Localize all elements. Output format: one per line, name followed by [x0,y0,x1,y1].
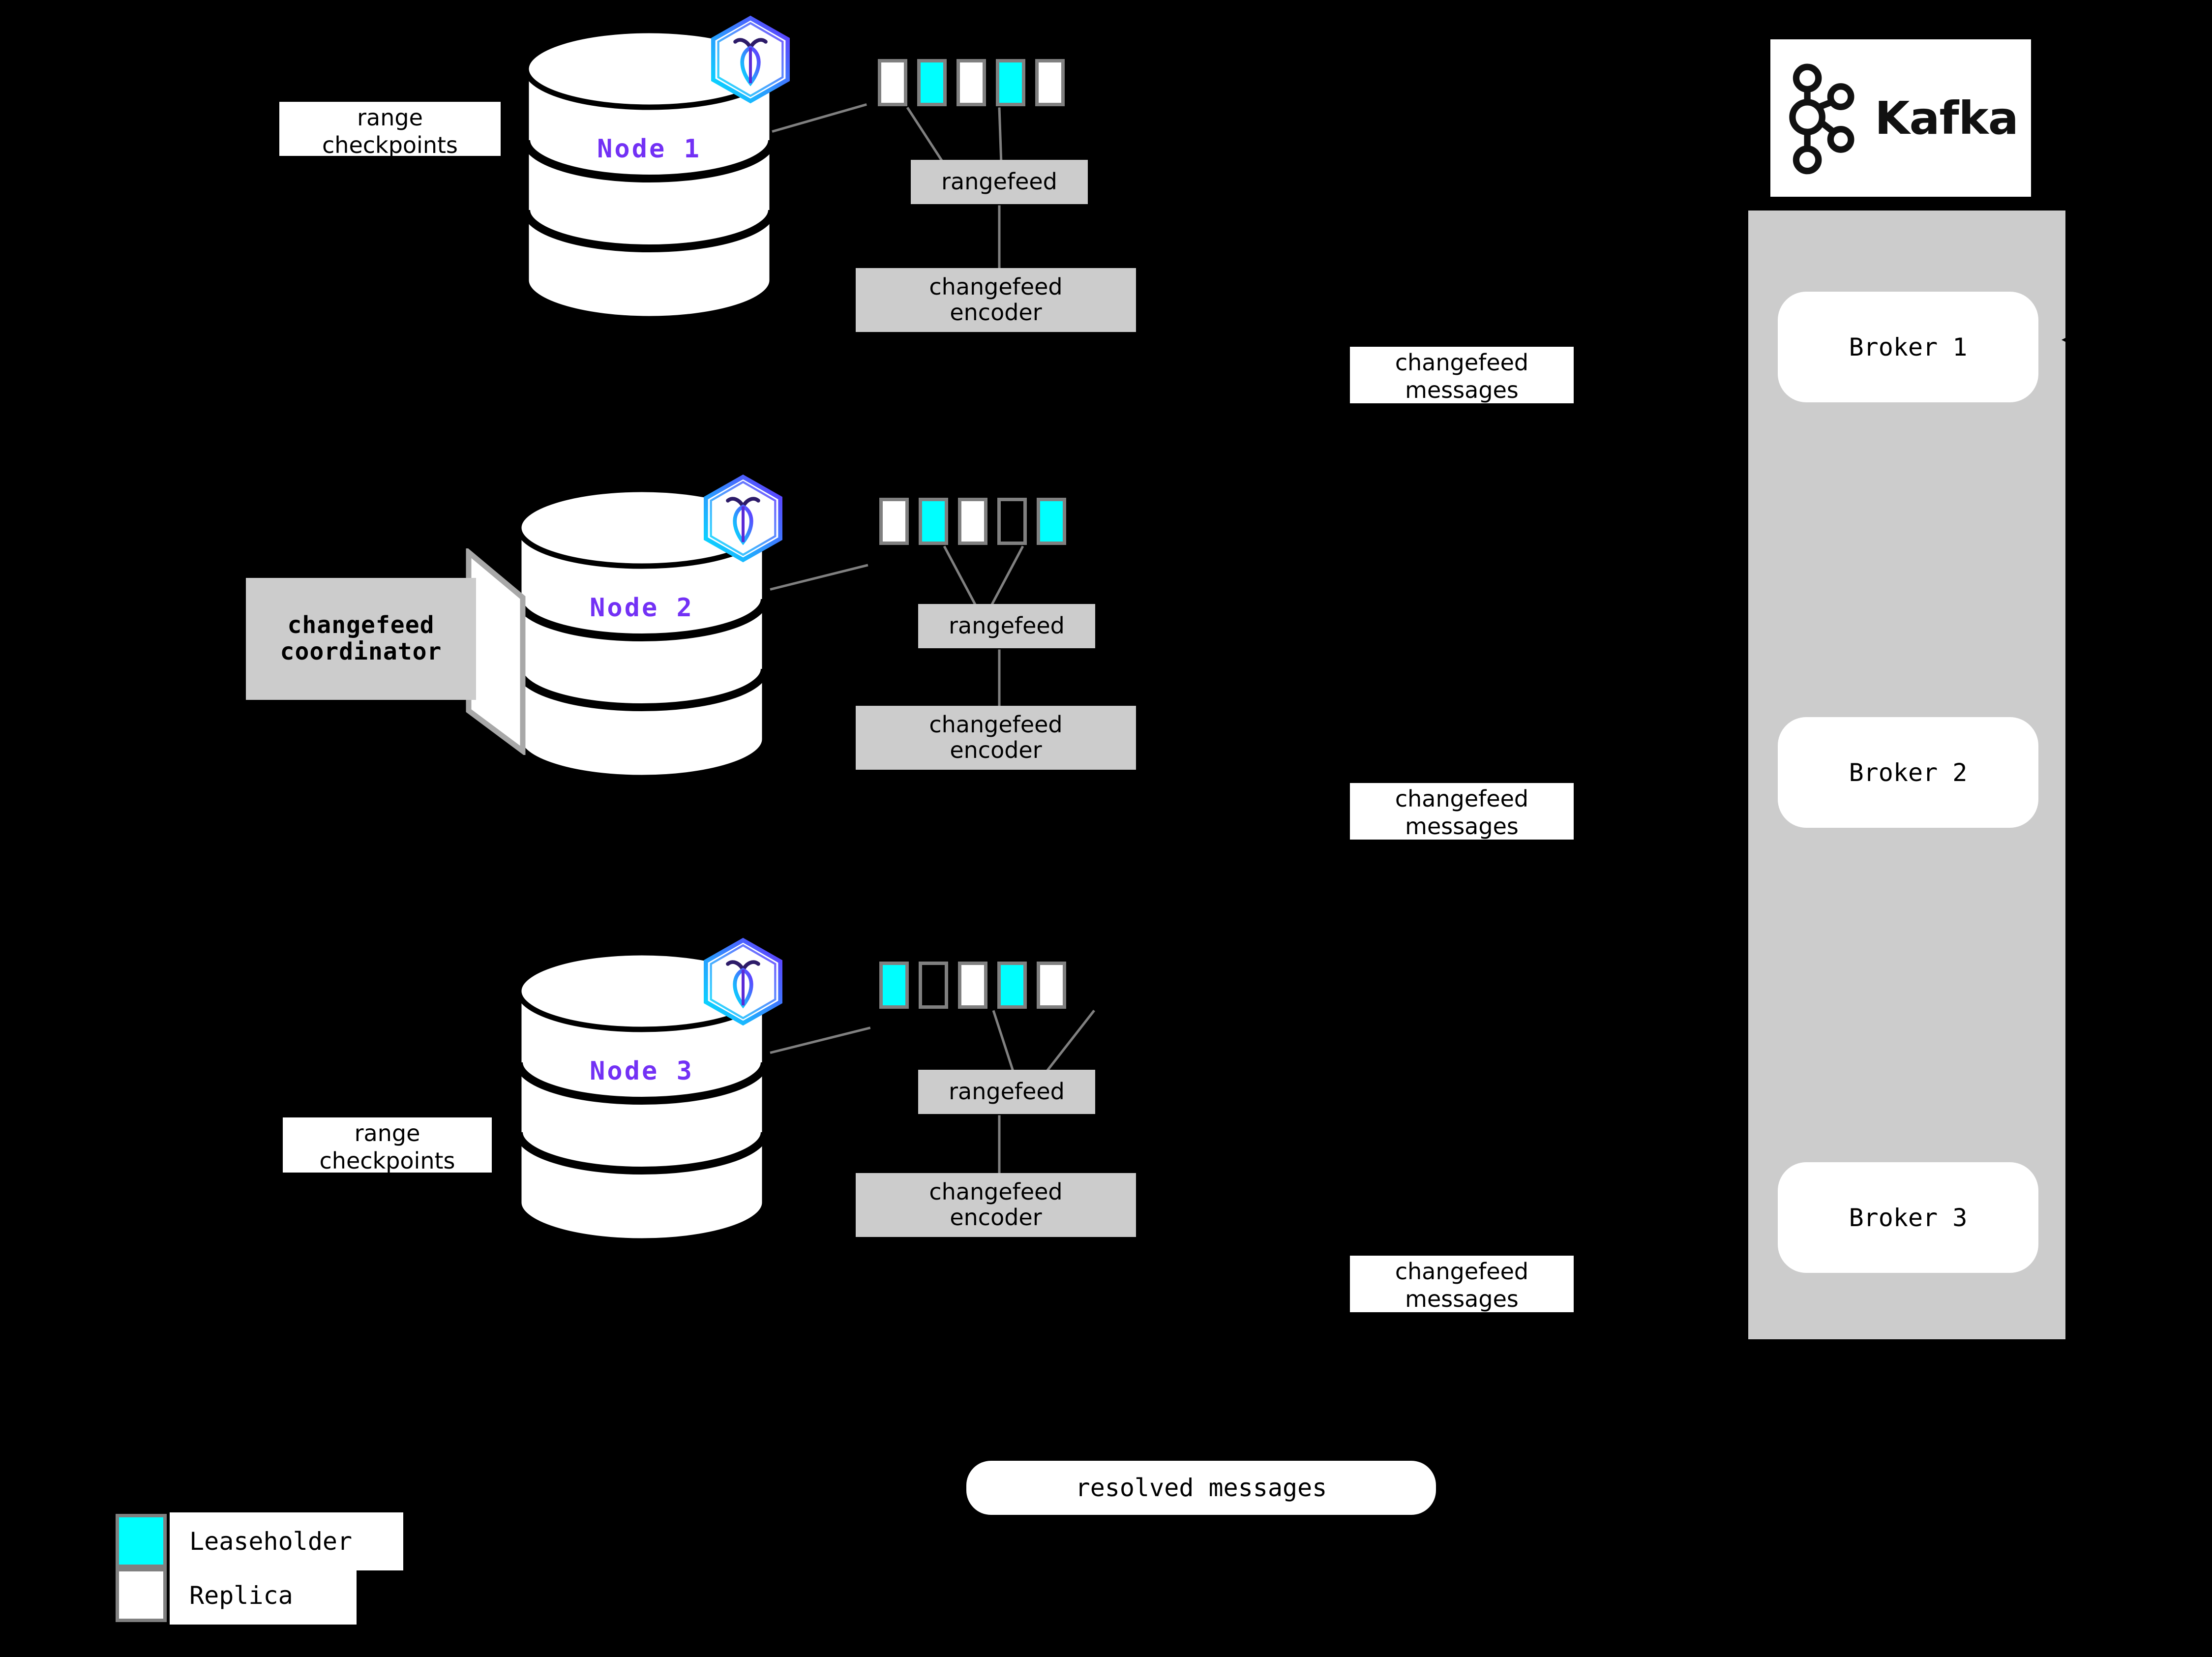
range-checkpoints-label-1: range checkpoints [279,102,501,156]
legend-swatch-leaseholder [116,1514,167,1568]
range-box [879,498,909,545]
range-box [997,498,1027,545]
changefeed-messages-label-1: changefeed messages [1350,347,1574,403]
connector-range-rangefeed [987,545,1024,612]
legend-swatch-replica [116,1568,167,1622]
range-box [996,59,1025,106]
cockroachdb-hexagon-logo [704,474,782,563]
connector-rangefeed-encoder [998,205,1001,274]
incoming-arrow-icon [2062,331,2079,349]
kafka-logo: Kafka [1770,39,2031,197]
connector-node2-ranges [770,564,868,591]
node-2-group: Node 2 [514,474,782,781]
node-2-rangefeed-box[interactable]: rangefeed [918,604,1095,648]
changefeed-messages-label-2: changefeed messages [1350,783,1574,840]
range-box [917,59,947,106]
node-2-cylinder [515,486,769,781]
connector-node3-ranges [770,1026,871,1054]
changefeed-messages-label-3: changefeed messages [1350,1256,1574,1312]
node-3-rangefeed-box[interactable]: rangefeed [918,1070,1095,1114]
connector-range-rangefeed [943,545,980,612]
range-box [879,962,909,1009]
node-1-rangefeed-box[interactable]: rangefeed [911,160,1088,204]
resolved-messages-pill: resolved messages [966,1461,1436,1515]
range-box [957,59,986,106]
broker-3[interactable]: Broker 3 [1778,1162,2038,1273]
range-box [1037,498,1066,545]
legend-label-replica: Replica [170,1567,357,1625]
range-checkpoints-label-2: range checkpoints [283,1117,492,1173]
range-box [958,962,987,1009]
kafka-wordmark: Kafka [1875,91,2019,145]
cockroachdb-hexagon-logo [704,937,782,1026]
node-1-encoder-box[interactable]: changefeed encoder [856,268,1136,332]
node-1-cylinder [522,28,776,322]
legend-label-leaseholder: Leaseholder [170,1512,403,1570]
range-box [997,962,1027,1009]
range-box [878,59,907,106]
range-box [958,498,987,545]
node-2-ranges [879,498,1066,545]
node-3-cylinder [515,950,769,1244]
node-3-group: Node 3 [514,937,782,1244]
node-3-ranges [879,962,1066,1009]
changefeed-coordinator-box[interactable]: changefeed coordinator [246,578,476,700]
broker-1[interactable]: Broker 1 [1778,292,2038,402]
range-box [919,962,948,1009]
cockroachdb-hexagon-logo [711,15,790,104]
node-2-encoder-box[interactable]: changefeed encoder [856,706,1136,770]
range-box [1037,962,1066,1009]
connector-node1-ranges [772,103,867,133]
node-1-group: Node 1 [521,15,790,322]
node-1-ranges [878,59,1065,106]
range-box [919,498,948,545]
broker-2[interactable]: Broker 2 [1778,717,2038,828]
range-box [1035,59,1065,106]
kafka-broker-panel: Broker 1 Broker 2 Broker 3 [1748,211,2065,1339]
node-3-encoder-box[interactable]: changefeed encoder [856,1173,1136,1237]
kafka-graph-icon [1789,63,1854,175]
